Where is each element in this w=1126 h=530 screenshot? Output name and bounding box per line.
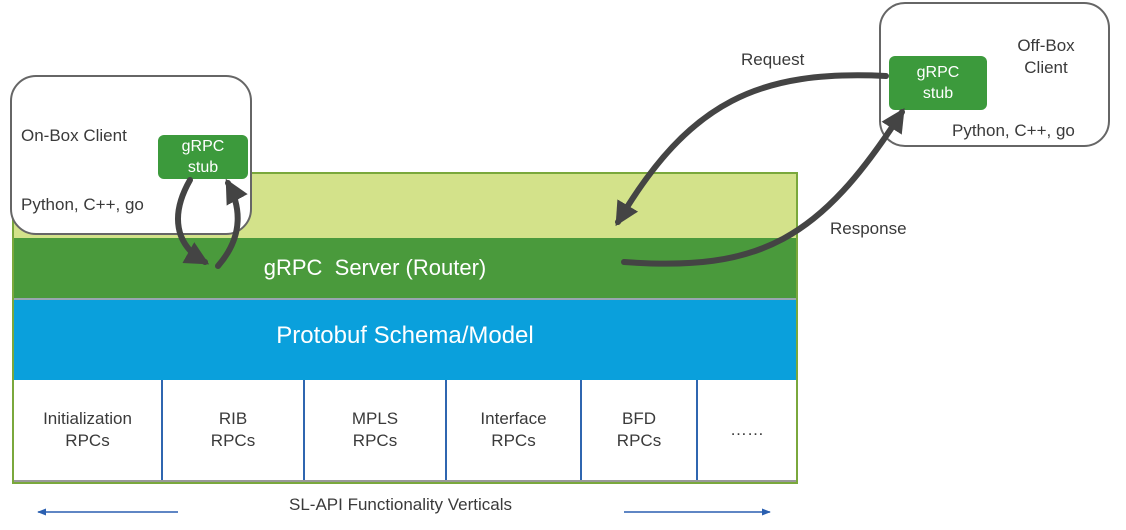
off-box-response-arrow — [621, 107, 905, 267]
on-box-response-arrow — [215, 178, 248, 269]
protobuf-label: Protobuf Schema/Model — [276, 322, 534, 349]
rpc-verticals-row: Initialization RPCs RIB RPCs MPLS RPCs I… — [14, 380, 796, 482]
grpc-server-label: gRPC Server (Router) — [263, 255, 487, 280]
response-label: Response — [830, 219, 907, 238]
rpc-vertical-bfd: BFD RPCs — [582, 380, 698, 480]
rpc-vertical-interface: Interface RPCs — [447, 380, 582, 480]
on-box-client: On-Box Client gRPC stub Python, C++, go — [10, 75, 252, 235]
off-box-grpc-stub[interactable]: gRPC stub — [889, 56, 987, 110]
on-box-client-languages: Python, C++, go — [21, 195, 144, 214]
rpc-vertical-more: …… — [730, 420, 764, 439]
off-box-client-title: Off-Box Client — [1017, 36, 1075, 77]
off-box-client-languages: Python, C++, go — [952, 121, 1075, 140]
on-box-grpc-stub[interactable]: gRPC stub — [158, 135, 248, 179]
on-box-request-arrow — [175, 177, 210, 265]
rpc-vertical-rib: RIB RPCs — [163, 380, 305, 480]
on-box-client-title: On-Box Client — [21, 126, 127, 145]
rpc-vertical-initialization: Initialization RPCs — [14, 380, 163, 480]
off-box-request-arrow — [615, 72, 889, 227]
off-box-client: Off-Box Client gRPC stub Python, C++, go — [879, 2, 1110, 147]
protobuf-band: Protobuf Schema/Model — [14, 298, 796, 380]
sl-api-footer-label: SL-API Functionality Verticals — [289, 495, 512, 514]
rpc-vertical-mpls: MPLS RPCs — [305, 380, 447, 480]
grpc-server-band: gRPC Server (Router) — [14, 238, 796, 298]
request-label: Request — [741, 50, 805, 69]
